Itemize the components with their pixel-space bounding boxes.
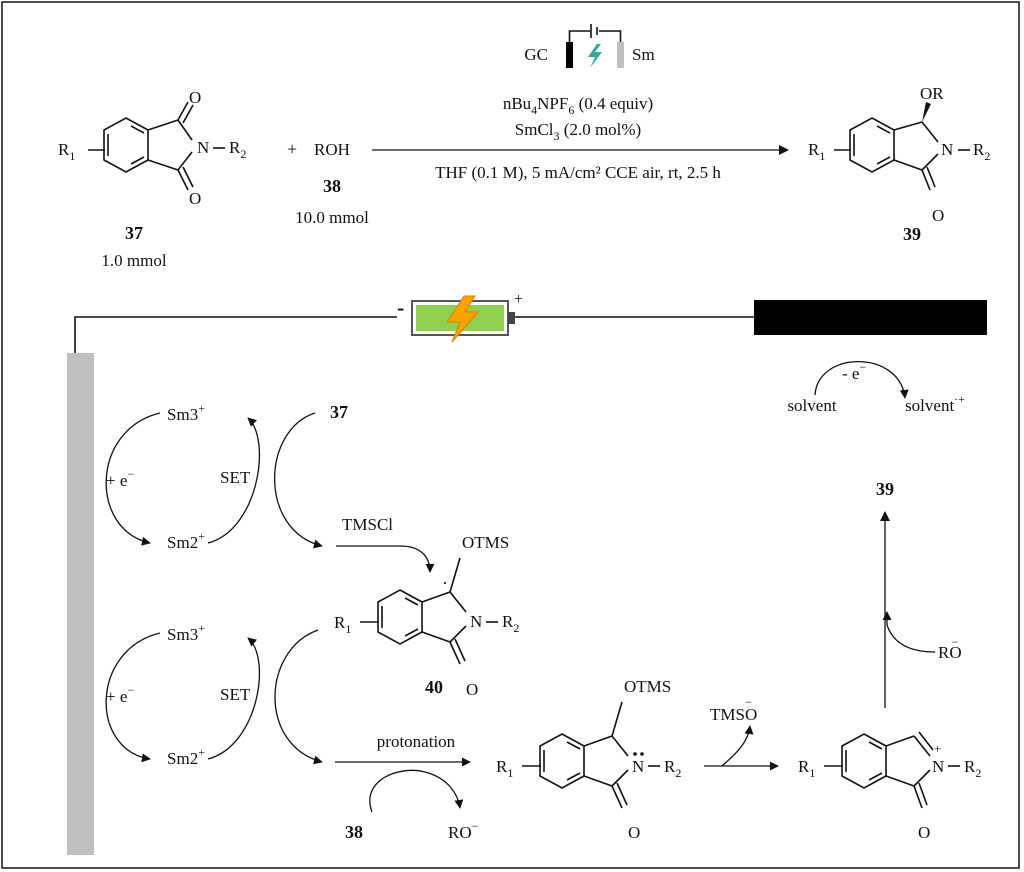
sm2-bottom: Sm2+ (167, 745, 205, 768)
iminium-intermediate: O N + R2 R1 (798, 731, 981, 842)
electrolyte-condition: nBu4NPF6 (0.4 equiv) (503, 94, 653, 117)
reactant-37-number: 37 (125, 223, 143, 243)
svg-text:R2: R2 (229, 138, 246, 161)
reduction-arrow-top (105, 412, 161, 546)
set-right-arrow-bottom (274, 629, 323, 765)
protonation-label: protonation (377, 732, 456, 751)
product-39-structure: OR O N R2 R1 (808, 84, 990, 225)
electron-loss-label: - e− (842, 360, 866, 383)
solvent-radical-cation-label: solvent·+ (905, 392, 965, 415)
radical-dot: · (442, 573, 448, 593)
electrode-gc-label: GC (524, 45, 548, 64)
product-or-substituent: OR (920, 84, 944, 103)
battery-plus: + (514, 291, 523, 308)
svg-text:N: N (632, 757, 644, 776)
reactant-38-amount: 10.0 mmol (295, 208, 369, 227)
svg-text:R1: R1 (808, 140, 825, 163)
svg-text:R2: R2 (664, 757, 681, 780)
sm3-bottom: Sm3+ (167, 621, 205, 644)
reactant-38-number: 38 (323, 176, 341, 196)
svg-text:R1: R1 (798, 757, 815, 780)
svg-text:N: N (197, 138, 209, 157)
svg-text:R2: R2 (502, 612, 519, 635)
battery-minus: - (397, 295, 404, 320)
set-label-top: SET (220, 468, 251, 487)
electrode-setup-icon: GC Sm (524, 24, 655, 68)
svg-text:N: N (470, 612, 482, 631)
svg-text:OTMS: OTMS (462, 533, 509, 552)
tmscl-label: TMSCl (342, 515, 393, 534)
set-left-arrow-bottom (207, 637, 260, 760)
sm3-top: Sm3+ (167, 401, 205, 424)
svg-text:R1: R1 (496, 757, 513, 780)
reduction-label-bottom: + e− (106, 683, 134, 706)
anion-intermediate: OTMS O N R2 R1 (496, 677, 681, 842)
sm-cathode (67, 353, 94, 855)
lightning-bolt-icon (588, 44, 602, 68)
proton-source-38: 38 (345, 822, 363, 842)
sm-electrode-icon (617, 42, 624, 68)
svg-text:OTMS: OTMS (624, 677, 671, 696)
svg-text:O: O (932, 206, 944, 225)
svg-text:N: N (932, 757, 944, 776)
svg-text:R1: R1 (334, 613, 351, 636)
svg-text:O: O (918, 823, 930, 842)
tmso-leaving-group: TMSO− (710, 695, 757, 724)
solvent-label: solvent (787, 396, 836, 415)
set-right-arrow-top (274, 412, 323, 549)
nucleophile-label: RO− (938, 635, 962, 662)
plus-sign: + (287, 139, 297, 159)
oxidation-arrow (814, 360, 909, 399)
set-label-bottom: SET (220, 685, 251, 704)
electrode-sm-label: Sm (632, 45, 655, 64)
nucleophile-curved-arrow (886, 624, 936, 653)
intermediate-40-number: 40 (425, 677, 443, 697)
reactant-38-formula: ROH (314, 140, 350, 159)
sm2-top: Sm2+ (167, 529, 205, 552)
reactant-37-structure: O O N R2 R1 (58, 88, 246, 208)
reaction-conditions-below: THF (0.1 M), 5 mA/cm² CCE air, rt, 2.5 h (435, 163, 721, 182)
proton-transfer-arrow (369, 769, 464, 813)
gc-anode (754, 300, 987, 335)
reactant-37-amount: 1.0 mmol (101, 251, 166, 270)
final-product-39: 39 (876, 479, 894, 499)
iminium-charge: + (934, 741, 941, 756)
svg-text:O: O (466, 680, 478, 699)
svg-text:O: O (628, 823, 640, 842)
circuit-wire (568, 30, 622, 42)
alkoxide-label: RO− (448, 819, 479, 842)
svg-text:R2: R2 (973, 140, 990, 163)
product-39-number: 39 (903, 224, 921, 244)
set-left-arrow-top (207, 417, 260, 544)
svg-text:O: O (189, 88, 201, 107)
svg-text:R2: R2 (964, 757, 981, 780)
substrate-37-label: 37 (330, 402, 348, 422)
tmso-leaving-arrow (721, 725, 754, 767)
battery-icon (411, 295, 515, 343)
catalyst-condition: SmCl3 (2.0 mol%) (515, 120, 641, 143)
svg-text:O: O (189, 189, 201, 208)
tmscl-arrow (336, 545, 435, 573)
radical-intermediate-40: · OTMS O N R2 R1 (334, 533, 519, 699)
svg-text:N: N (941, 140, 953, 159)
wire-cathode (74, 316, 397, 353)
reduction-label-top: + e− (106, 467, 134, 490)
reduction-arrow-bottom (105, 632, 161, 763)
svg-text:R1: R1 (58, 140, 75, 163)
gc-electrode-icon (566, 42, 573, 68)
